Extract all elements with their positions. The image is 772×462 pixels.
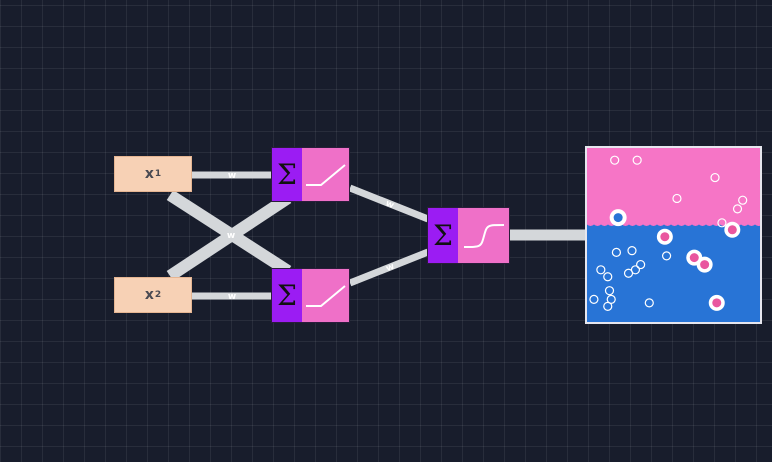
input-var: x [144,166,154,182]
sigmoid-icon [458,208,509,263]
decision-boundary-plot [585,146,762,324]
plot-svg [587,148,760,322]
weight-label-h1-out: w [384,199,395,211]
data-point-pink-large-core [727,225,737,235]
data-point-blue [604,286,615,296]
data-point-blue [627,246,637,256]
data-point-blue [636,259,646,270]
data-point-pink [710,172,720,183]
data-point-pink [610,155,620,165]
sigma-icon: Σ [272,148,302,201]
weight-label-h2-out: w [385,262,396,274]
data-point-pink [672,193,682,204]
input-subscript: 1 [154,169,162,179]
data-point-blue [630,265,641,275]
weight-label-x2-h2: w [228,292,236,302]
data-point-pink-large-core [700,260,710,270]
data-point-pink-large-core [689,253,699,263]
data-point-pink [632,155,642,165]
input-subscript: 2 [154,290,162,300]
output-neuron[interactable]: Σ [427,207,510,264]
data-point-pink [738,195,748,205]
data-point-blue [661,251,672,261]
sigma-icon: Σ [428,208,458,263]
hidden-neuron-1[interactable]: Σ [271,147,350,202]
data-point-pink [732,204,743,214]
wire-h2-out [348,248,430,287]
data-point-blue [611,247,622,258]
data-point-blue [644,298,654,308]
input-var: x [144,287,154,303]
region-bottom [587,224,760,322]
data-point-pink-large-core [660,232,670,242]
data-point-pink [717,218,727,228]
data-point-blue [603,301,613,311]
wire-h1-out [348,184,430,223]
data-point-blue [596,265,606,275]
relu-icon [302,148,349,201]
weight-label-x1-h1: w [228,171,236,181]
sigma-icon: Σ [272,269,302,322]
wire-x2-h1 [166,192,292,282]
data-point-blue [589,294,599,304]
relu-icon [302,269,349,322]
weight-label-cross: w [227,231,235,241]
data-point-blue-large-core [613,213,623,223]
data-point-pink-large-core [712,298,722,308]
data-point-blue [603,272,613,282]
hidden-neuron-2[interactable]: Σ [271,268,350,323]
